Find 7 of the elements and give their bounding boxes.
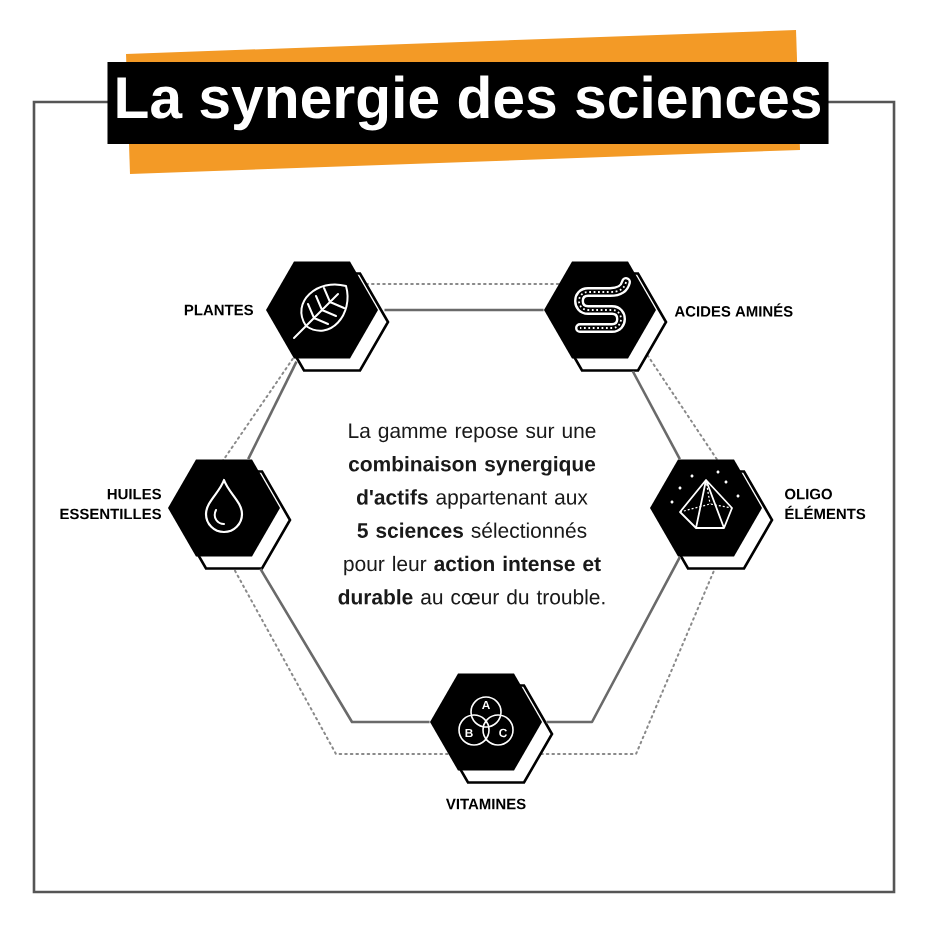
connector-line	[247, 361, 298, 460]
connector-line	[546, 556, 682, 724]
connector-line	[631, 370, 681, 460]
connector-line	[259, 568, 430, 724]
title-banner: La synergie des sciences	[107, 62, 829, 144]
body-text: La gamme repose sur une combinaison synergique d'actifs appartenant aux 5 sciences sélectionnés pour leur action intense et durable au cœur du trouble.	[338, 423, 605, 605]
connector-line	[384, 308, 544, 312]
